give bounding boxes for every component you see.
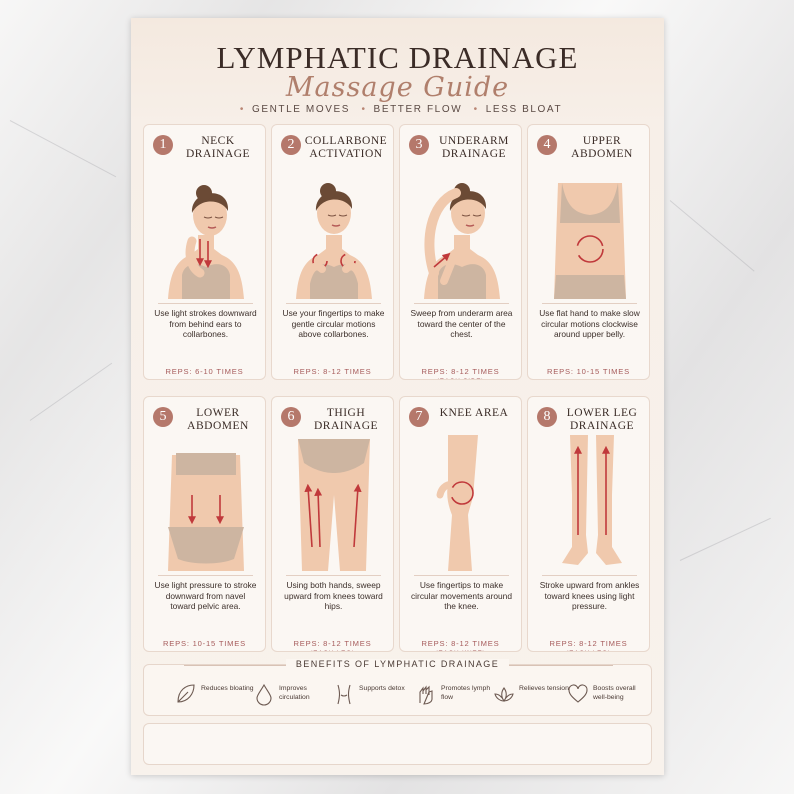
step-card: 7 KNEE AREA Use fingertips to make circu…	[399, 396, 522, 652]
benefit-item: Promotes lymph flow	[414, 682, 496, 708]
step-card: 8 LOWER LEG DRAINAGE Stroke upward from …	[527, 396, 650, 652]
benefit-label: Reduces bloating	[201, 685, 254, 692]
step-illustration	[298, 439, 370, 571]
step-reps: REPS: 10-15 TIMES	[162, 639, 247, 648]
step-number: 7	[409, 407, 429, 427]
step-description: Use your fingertips to make gentle circu…	[282, 308, 385, 340]
step-title: LOWER LEG DRAINAGE	[566, 407, 638, 432]
step-card: 6 THIGH DRAINAGE Using both hands, sweep…	[271, 396, 394, 652]
step-title: LOWER ABDOMEN	[187, 407, 249, 432]
step-description: Use light pressure to stroke downward fr…	[154, 580, 257, 612]
benefits-title: BENEFITS OF LYMPHATIC DRAINAGE	[144, 659, 651, 669]
step-divider	[414, 303, 509, 304]
benefit-label: Promotes lymph flow	[441, 685, 491, 701]
step-card: 2 COLLARBONE ACTIVATION Use your fingert…	[271, 124, 394, 380]
benefit-item: Supports detox	[332, 682, 414, 708]
benefit-label: Boosts overall well-being	[593, 685, 636, 701]
torso-icon	[337, 684, 351, 705]
step-card: 5 LOWER ABDOMEN Use light pressure to st…	[143, 396, 266, 652]
step-title: COLLARBONE ACTIVATION	[304, 135, 388, 160]
step-description: Use light strokes downward from behind e…	[154, 308, 257, 340]
step-reps-note: (EACH SIDE)	[400, 378, 521, 379]
droplet-icon	[256, 683, 272, 706]
step-divider	[158, 575, 253, 576]
tagline-item: BETTER FLOW	[373, 104, 463, 115]
guide-poster: LYMPHATIC DRAINAGE Massage Guide • GENTLE…	[131, 18, 664, 775]
step-reps: REPS: 8-12 TIMES	[293, 639, 372, 648]
hand-icon	[419, 685, 433, 705]
page-title: LYMPHATIC DRAINAGE	[216, 40, 579, 75]
benefit-item: Improves circulation	[252, 682, 334, 708]
marble-vein	[669, 200, 755, 272]
marble-vein	[29, 362, 113, 421]
step-number: 6	[281, 407, 301, 427]
heart-icon	[568, 684, 588, 703]
marble-vein	[679, 517, 771, 561]
lotus-icon	[494, 687, 514, 702]
step-illustration	[436, 435, 478, 571]
step-reps-note: (EACH KNEE)	[400, 650, 521, 651]
step-title: UPPER ABDOMEN	[571, 135, 633, 160]
step-reps: REPS: 6-10 TIMES	[165, 367, 244, 376]
bullet-icon: •	[239, 104, 245, 115]
bullet-icon: •	[473, 104, 479, 115]
benefit-item: Relieves tension	[492, 682, 574, 708]
benefit-label: Improves circulation	[279, 685, 310, 701]
step-title: KNEE AREA	[439, 407, 509, 419]
benefit-item: Boosts overall well-being	[566, 682, 648, 708]
step-title: UNDERARM DRAINAGE	[439, 135, 509, 160]
step-reps: REPS: 8-12 TIMES	[421, 639, 500, 648]
marble-vein	[9, 120, 117, 178]
leaf-icon	[177, 684, 195, 703]
benefit-item: Reduces bloating	[174, 682, 256, 708]
step-divider	[158, 303, 253, 304]
benefits-panel: BENEFITS OF LYMPHATIC DRAINAGE Reduces b…	[143, 659, 652, 716]
step-illustration	[168, 453, 244, 571]
step-reps-note: (EACH LEG)	[272, 650, 393, 651]
step-number: 4	[537, 135, 557, 155]
step-title: THIGH DRAINAGE	[313, 407, 379, 432]
step-description: Stroke upward from ankles toward knees u…	[539, 580, 640, 612]
step-reps: REPS: 10-15 TIMES	[546, 367, 631, 376]
tagline: • GENTLE MOVES • BETTER FLOW • LESS BLOAT	[131, 104, 664, 115]
benefit-label: Supports detox	[359, 685, 405, 692]
step-illustration	[554, 183, 626, 299]
step-description: Use flat hand to make slow circular moti…	[539, 308, 640, 340]
step-illustration	[296, 183, 372, 299]
step-divider	[542, 303, 637, 304]
step-reps: REPS: 8-12 TIMES	[293, 367, 372, 376]
step-illustration	[424, 183, 500, 299]
step-description: Sweep from underarm area toward the cent…	[410, 308, 513, 340]
benefit-label: Relieves tension	[519, 685, 569, 692]
step-title: NECK DRAINAGE	[185, 135, 251, 160]
step-card: 4 UPPER ABDOMEN Use flat hand to make sl…	[527, 124, 650, 380]
step-divider	[286, 575, 381, 576]
page-subtitle: Massage Guide	[285, 72, 510, 103]
step-number: 5	[153, 407, 173, 427]
step-illustration	[168, 185, 244, 299]
step-reps-note: (EACH LEG)	[528, 650, 649, 651]
step-number: 8	[537, 407, 557, 427]
step-reps: REPS: 8-12 TIMES	[421, 367, 500, 376]
tagline-item: LESS BLOAT	[485, 104, 563, 115]
notes-box	[143, 723, 652, 765]
step-divider	[286, 303, 381, 304]
tagline-item: GENTLE MOVES	[251, 104, 351, 115]
step-divider	[414, 575, 509, 576]
bullet-icon: •	[361, 104, 367, 115]
step-number: 2	[281, 135, 301, 155]
step-reps: REPS: 8-12 TIMES	[549, 639, 628, 648]
step-description: Using both hands, sweep upward from knee…	[284, 580, 383, 612]
step-card: 3 UNDERARM DRAINAGE Sweep from underarm …	[399, 124, 522, 380]
step-description: Use fingertips to make circular movement…	[410, 580, 512, 612]
step-number: 3	[409, 135, 429, 155]
step-illustration	[562, 435, 622, 565]
step-divider	[542, 575, 637, 576]
step-number: 1	[153, 135, 173, 155]
step-card: 1 NECK DRAINAGE Use light strokes downwa…	[143, 124, 266, 380]
